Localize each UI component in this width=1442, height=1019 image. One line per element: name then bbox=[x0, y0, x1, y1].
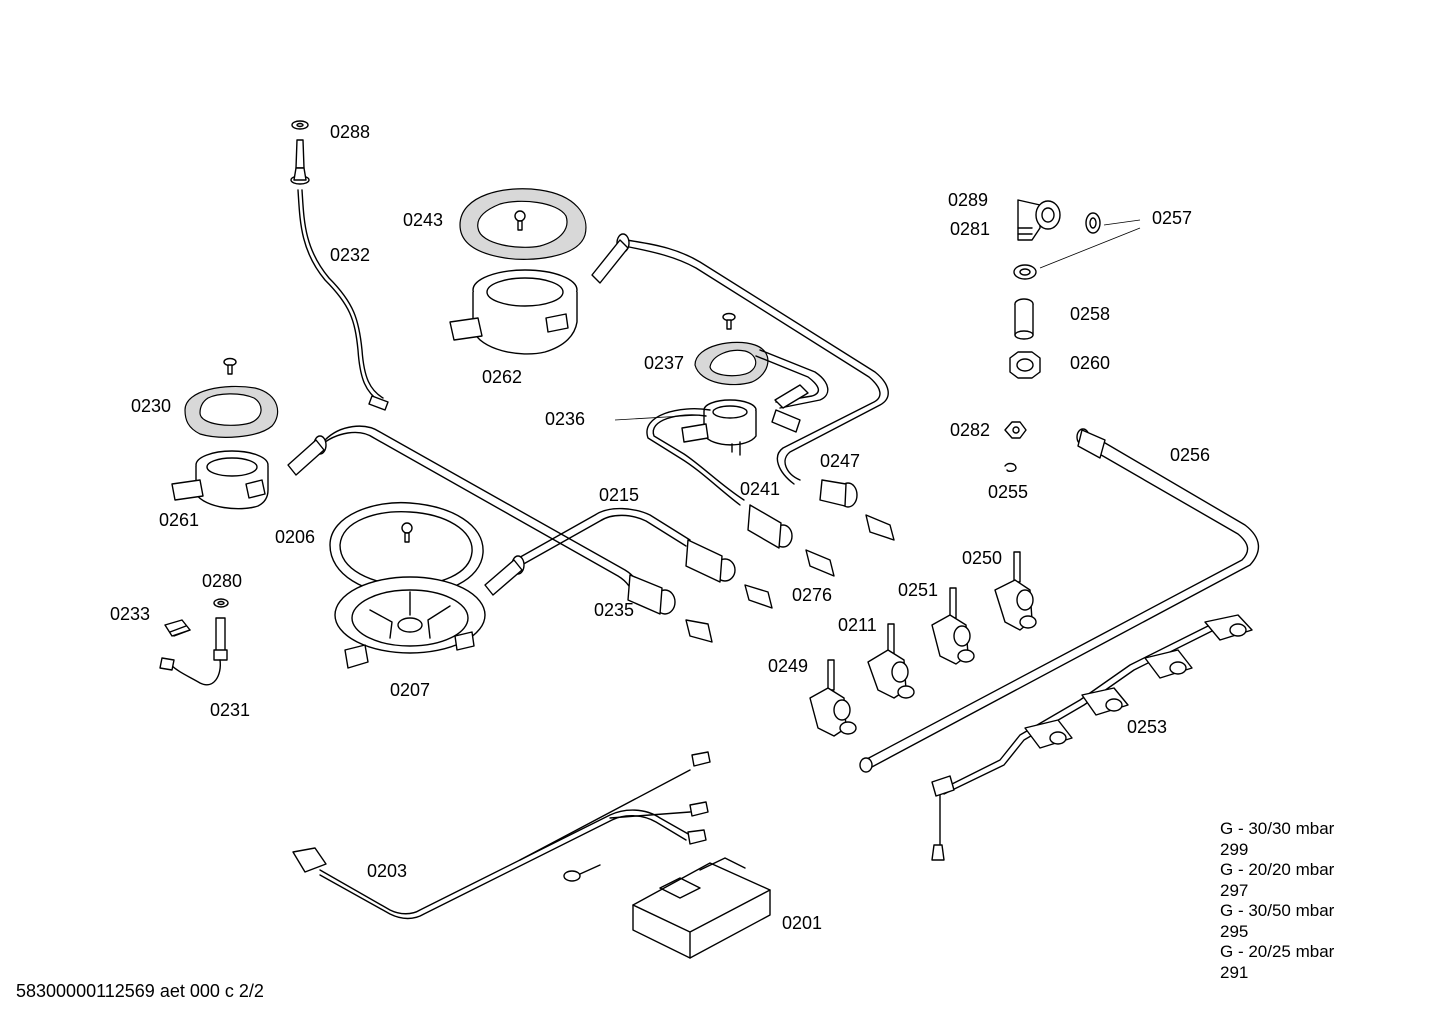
part-0230-gasket bbox=[184, 385, 279, 438]
part-0282-nut bbox=[1004, 421, 1027, 439]
part-0249-valve bbox=[809, 659, 857, 737]
pipe-to-0261 bbox=[287, 425, 676, 615]
legend-line: G - 30/30 mbar bbox=[1220, 819, 1335, 838]
part-0256-main-pipe bbox=[859, 428, 1260, 773]
callout-0215: 0215 bbox=[599, 485, 640, 505]
callout-0207: 0207 bbox=[390, 680, 431, 700]
part-0211-valve bbox=[867, 623, 915, 699]
callout-0260: 0260 bbox=[1070, 353, 1111, 373]
callout-0282: 0282 bbox=[950, 420, 991, 440]
callout-0230: 0230 bbox=[131, 396, 172, 416]
callout-0251: 0251 bbox=[898, 580, 939, 600]
legend-line: 299 bbox=[1220, 839, 1249, 859]
legend-line: 295 bbox=[1220, 921, 1249, 941]
part-0232-thermocouple bbox=[290, 139, 389, 411]
gas-type-legend: G - 30/30 mbar 299 G - 20/20 mbar 297 G … bbox=[1220, 819, 1334, 983]
part-0251-valve bbox=[931, 587, 975, 665]
part-0289-elbow bbox=[1017, 199, 1061, 241]
callout-0249: 0249 bbox=[768, 656, 809, 676]
part-0237-gasket bbox=[694, 341, 769, 386]
callout-0257: 0257 bbox=[1152, 208, 1193, 228]
pipe-to-0236 bbox=[646, 349, 829, 549]
legend-line: G - 30/50 mbar bbox=[1220, 901, 1335, 920]
part-0237-screw bbox=[722, 312, 736, 330]
drawing-reference: 58300000112569 aet 000 c 2/2 bbox=[16, 981, 264, 1001]
callout-0258: 0258 bbox=[1070, 304, 1111, 324]
callout-0247: 0247 bbox=[820, 451, 861, 471]
pipe-to-0262 bbox=[591, 233, 889, 508]
callout-0231: 0231 bbox=[210, 700, 251, 720]
callout-0281: 0281 bbox=[950, 219, 991, 239]
callout-0288: 0288 bbox=[330, 122, 371, 142]
callout-0235: 0235 bbox=[594, 600, 635, 620]
callout-0206: 0206 bbox=[275, 527, 316, 547]
callout-0203: 0203 bbox=[367, 861, 408, 881]
part-0255-clip bbox=[1004, 462, 1017, 473]
pipe-to-0207 bbox=[484, 507, 736, 596]
callout-0280: 0280 bbox=[202, 571, 243, 591]
part-0243-gasket bbox=[459, 188, 587, 260]
callout-0233: 0233 bbox=[110, 604, 151, 624]
part-0261-burner-cup bbox=[171, 450, 269, 510]
part-0207-large-burner bbox=[334, 576, 486, 669]
callout-0243: 0243 bbox=[403, 210, 444, 230]
part-0258-nipple bbox=[1014, 298, 1034, 340]
part-0257-washers bbox=[1013, 212, 1141, 280]
part-0280-washer bbox=[213, 598, 229, 608]
part-0233-clip bbox=[164, 619, 191, 637]
leader-0236 bbox=[614, 414, 701, 421]
callout-0262: 0262 bbox=[482, 367, 523, 387]
part-0288-washer bbox=[291, 120, 309, 130]
callout-0241: 0241 bbox=[740, 479, 781, 499]
legend-line: 291 bbox=[1220, 962, 1249, 982]
callout-0253: 0253 bbox=[1127, 717, 1168, 737]
part-0253-ignition-switches bbox=[931, 614, 1253, 861]
callout-0236: 0236 bbox=[545, 409, 586, 429]
callout-0289: 0289 bbox=[948, 190, 989, 210]
legend-line: G - 20/20 mbar bbox=[1220, 860, 1335, 879]
callout-0237: 0237 bbox=[644, 353, 685, 373]
part-0250-valve bbox=[994, 551, 1037, 631]
part-0260-nut bbox=[1009, 351, 1041, 379]
part-0230-screw bbox=[223, 357, 237, 375]
part-0203-wiring-harness bbox=[292, 751, 711, 920]
part-0276-nozzles bbox=[685, 409, 895, 643]
callout-0250: 0250 bbox=[962, 548, 1003, 568]
part-0236-burner-cup bbox=[681, 399, 757, 456]
part-0262-burner-cup bbox=[449, 269, 578, 355]
callout-0255: 0255 bbox=[988, 482, 1029, 502]
part-0201-ignition-module bbox=[632, 857, 771, 959]
legend-line: 297 bbox=[1220, 880, 1249, 900]
callout-0261: 0261 bbox=[159, 510, 200, 530]
part-0231-electrode bbox=[159, 617, 228, 686]
callout-0256: 0256 bbox=[1170, 445, 1211, 465]
callout-0232: 0232 bbox=[330, 245, 371, 265]
callout-0211: 0211 bbox=[838, 615, 877, 635]
callout-0201: 0201 bbox=[782, 913, 823, 933]
legend-line: G - 20/25 mbar bbox=[1220, 942, 1335, 961]
callout-0276: 0276 bbox=[792, 585, 833, 605]
